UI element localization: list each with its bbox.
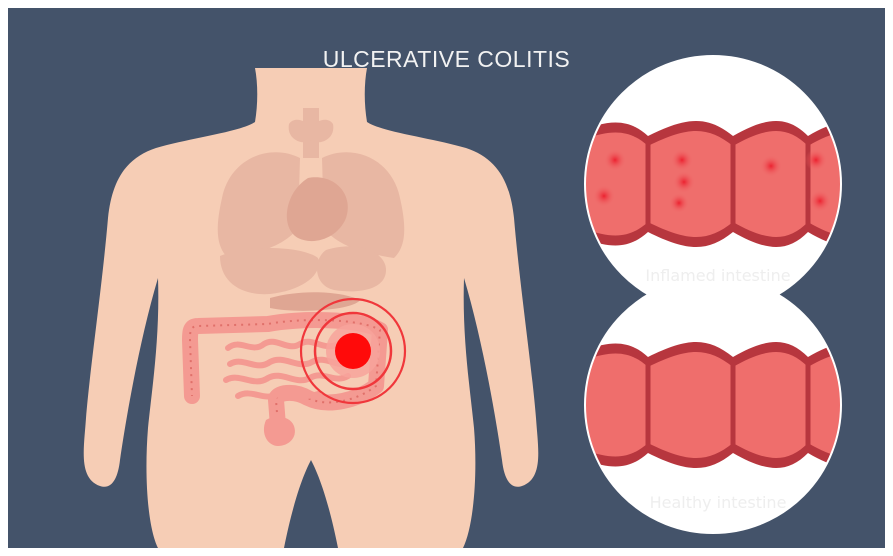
infographic-panel: ULCERATIVE COLITIS [8, 8, 885, 548]
healthy-intestine-label: Healthy intestine [568, 493, 868, 512]
inflamed-intestine-label: Inflamed intestine [568, 266, 868, 285]
